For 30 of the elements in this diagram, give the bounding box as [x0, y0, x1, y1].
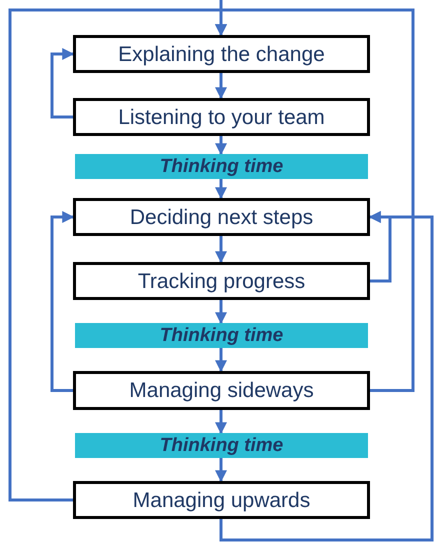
arrow [50, 48, 74, 118]
step-box [73, 262, 370, 300]
arrow [215, 236, 227, 264]
step-label: Deciding next steps [130, 206, 314, 228]
arrow [215, 136, 227, 156]
step-label: Explaining the change [118, 44, 325, 64]
step-label: Managing sideways [129, 380, 314, 401]
thinking-time-bar [75, 154, 368, 179]
arrow [215, 348, 227, 372]
step-label: Managing upwards [132, 490, 310, 510]
arrow [50, 211, 74, 392]
arrow [215, 73, 227, 100]
thinking-time-bar [75, 433, 368, 458]
arrow [215, 179, 227, 200]
bar-label: Thinking time [160, 436, 284, 455]
step-label: Listening to your team [118, 106, 325, 128]
step-box [73, 35, 370, 73]
step-box [73, 481, 370, 519]
arrow [215, 410, 227, 434]
arrow [220, 211, 434, 542]
arrow [215, 300, 227, 324]
step-box [73, 371, 370, 410]
thinking-time-bar [75, 323, 368, 348]
step-label: Tracking progress [138, 270, 306, 292]
arrow [215, 0, 227, 36]
step-box [73, 198, 370, 236]
bar-label: Thinking time [160, 326, 284, 345]
bar-label: Thinking time [160, 157, 284, 176]
step-box [73, 98, 370, 136]
arrow [215, 458, 227, 482]
